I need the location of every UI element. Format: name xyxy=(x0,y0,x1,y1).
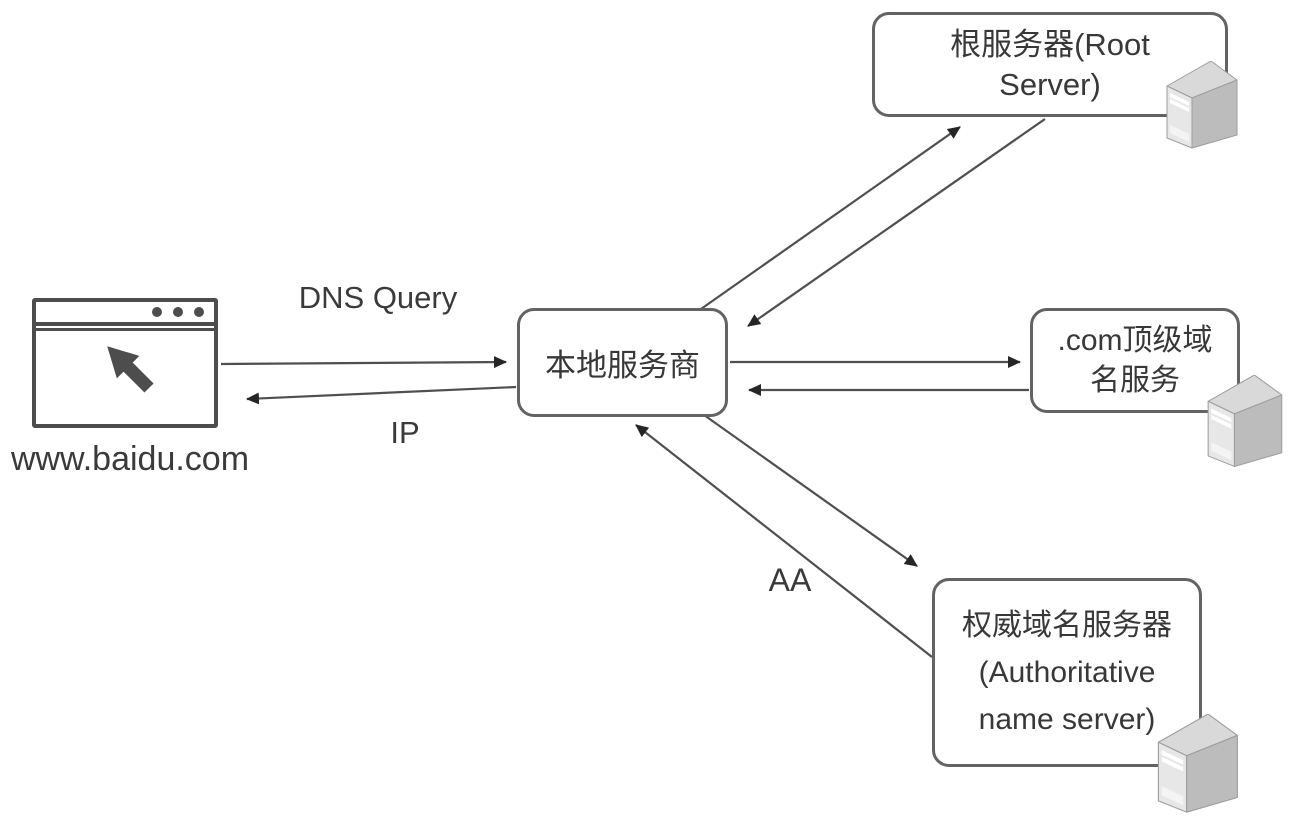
node-root-server: 根服务器(Root Server) xyxy=(872,12,1228,117)
arrow-local-to-auth xyxy=(703,414,918,567)
arrow-root-to-local xyxy=(747,118,1046,327)
server-icon xyxy=(1166,61,1238,149)
server-icon xyxy=(1207,375,1283,467)
edge-label-dns-query: DNS Query xyxy=(298,280,458,315)
node-tld-server: .com顶级域 名服务 xyxy=(1030,308,1240,413)
node-label: (Authoritative xyxy=(978,656,1156,689)
window-dot-icon xyxy=(152,307,162,317)
node-label: 根服务器(Root xyxy=(950,26,1150,62)
node-label: 本地服务商 xyxy=(545,348,700,383)
client-caption: www.baidu.com xyxy=(10,440,250,478)
edge-label-aa: AA xyxy=(768,562,812,598)
browser-content xyxy=(36,328,214,424)
node-label: Server) xyxy=(999,66,1101,102)
node-label: 名服务 xyxy=(1090,363,1180,397)
browser-window-icon xyxy=(32,298,218,428)
arrow-auth-to-local xyxy=(635,424,933,658)
window-dot-icon xyxy=(194,307,204,317)
node-label: 权威域名服务器 xyxy=(962,609,1172,642)
node-local-dns-provider: 本地服务商 xyxy=(517,308,728,417)
browser-titlebar xyxy=(36,302,214,326)
edge-label-ip: IP xyxy=(390,415,420,450)
cursor-icon xyxy=(107,346,154,393)
arrow-local-to-root xyxy=(700,126,961,310)
node-label: .com顶级域 xyxy=(1057,323,1213,357)
arrow-local-to-client xyxy=(246,385,517,405)
node-authoritative-server: 权威域名服务器 (Authoritative name server) xyxy=(932,578,1202,767)
node-label: name server) xyxy=(978,703,1156,736)
window-dot-icon xyxy=(173,307,183,317)
arrow-client-to-local xyxy=(220,356,507,369)
server-icon xyxy=(1157,714,1238,813)
